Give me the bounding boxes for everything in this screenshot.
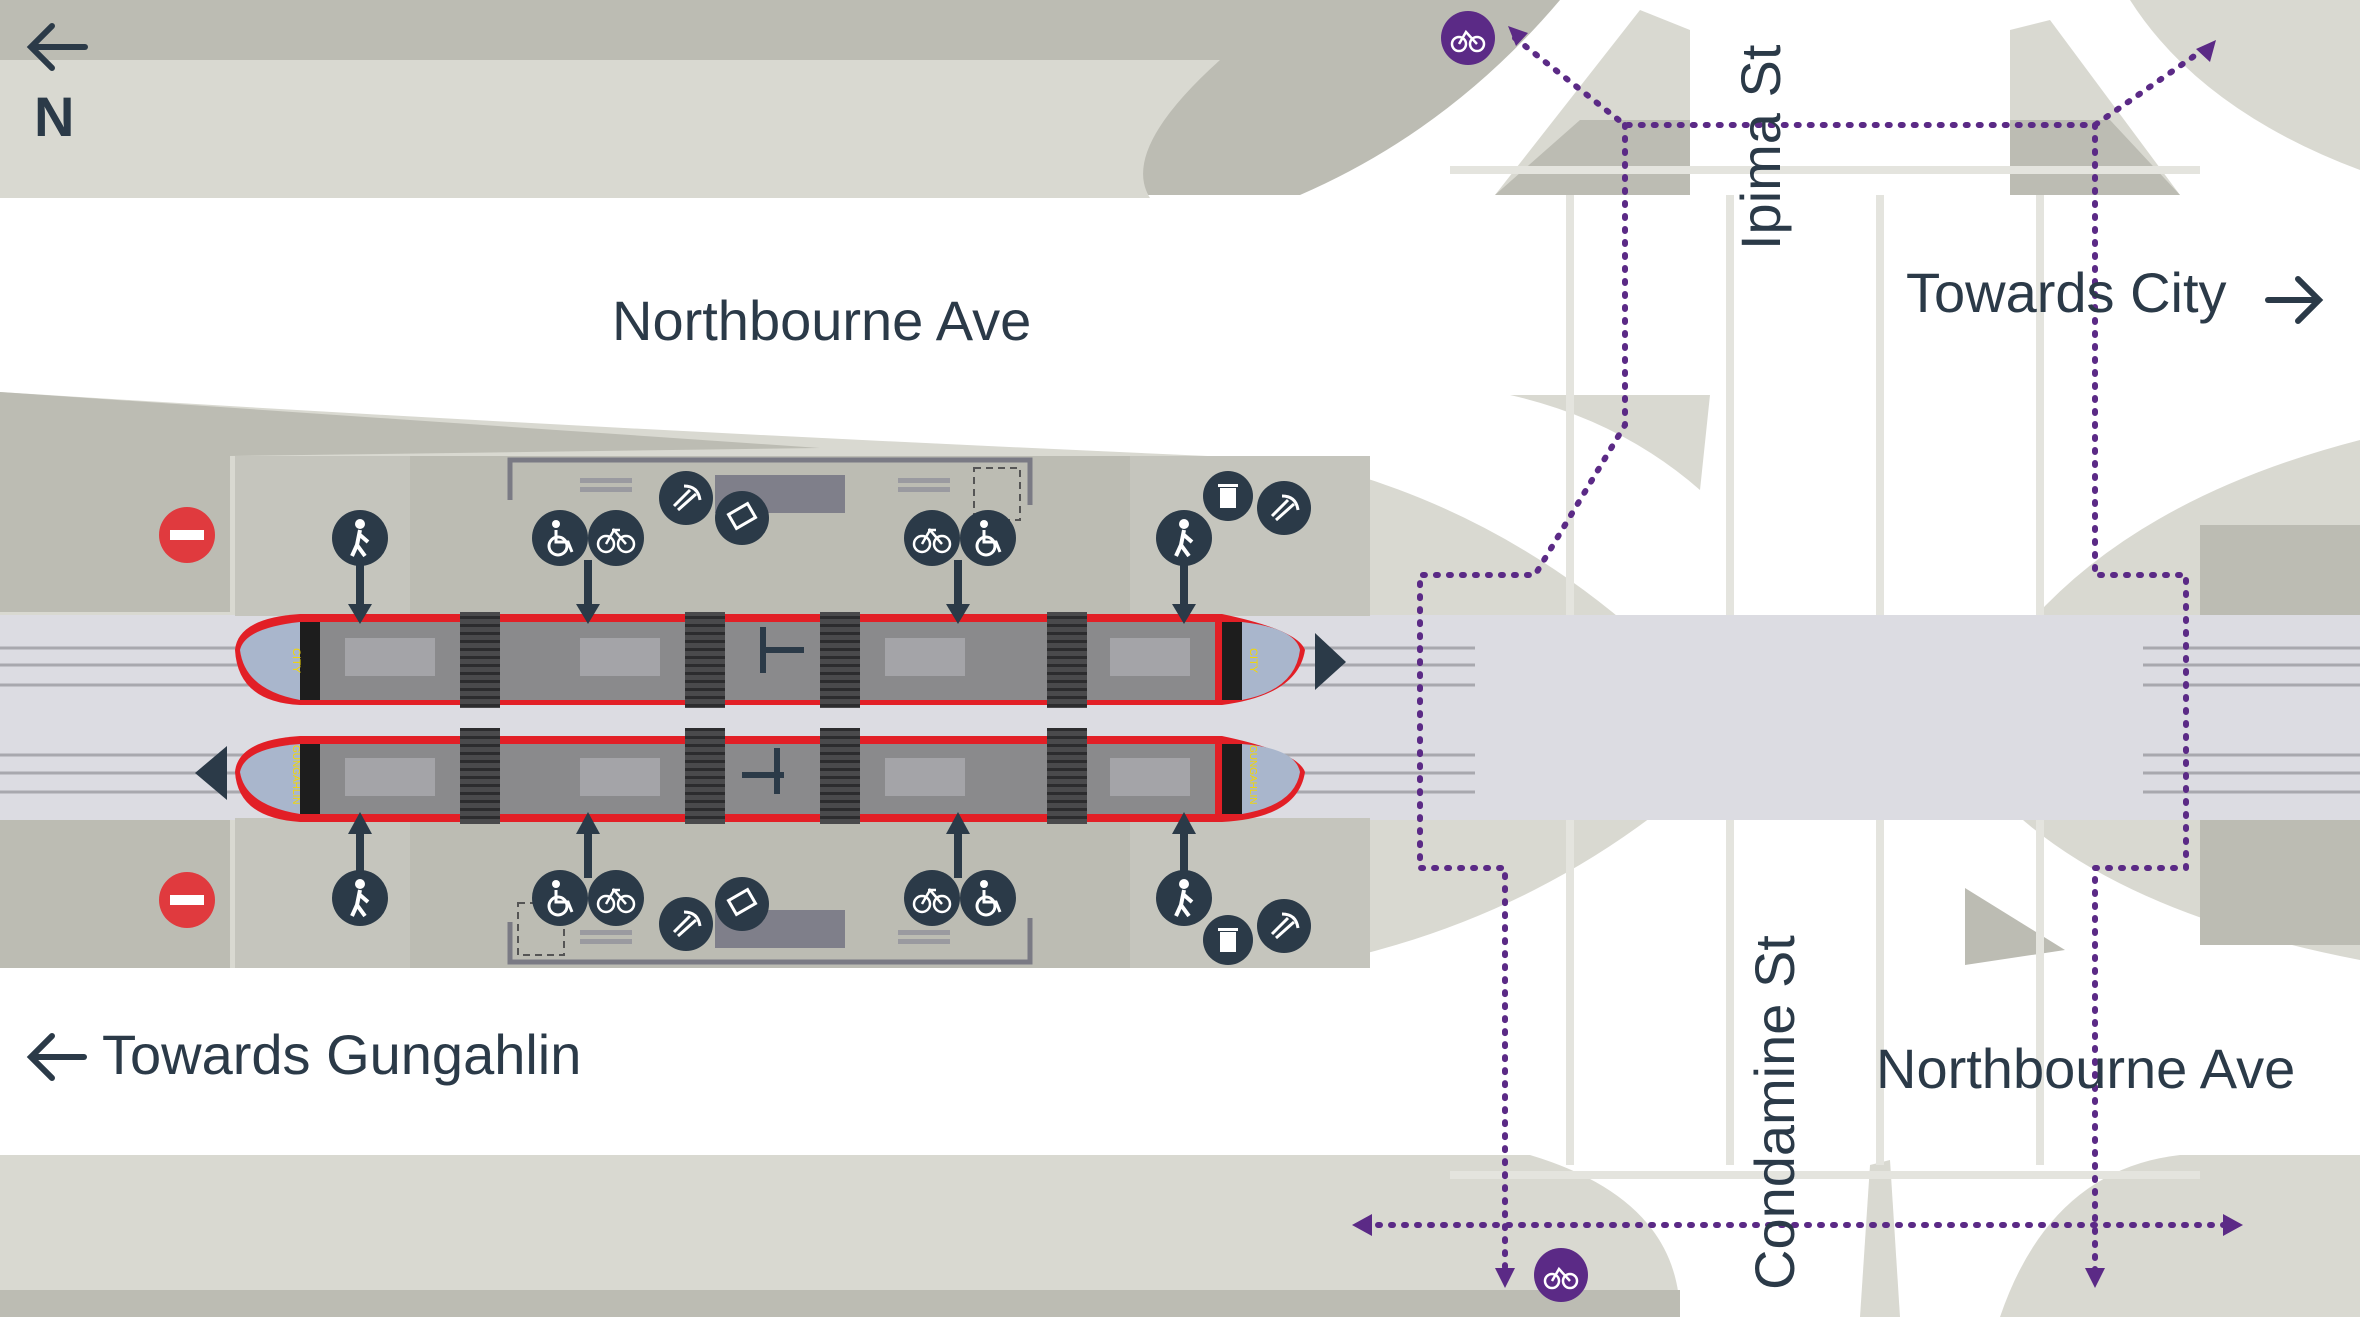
tram-top — [235, 612, 1305, 708]
wheelchair-icon — [960, 870, 1016, 926]
footpath-bottom-left-dark — [0, 1290, 1680, 1317]
bicycle-icon — [588, 870, 644, 926]
wheelchair-icon — [960, 510, 1016, 566]
tram-top-destination-rear: CITY — [1247, 648, 1259, 674]
shelter-north — [507, 457, 1033, 505]
entry-arrows-north — [348, 560, 1196, 624]
tram-bottom — [235, 728, 1305, 824]
direction-arrow-east-icon — [1315, 633, 1346, 690]
refuge-south — [1860, 1160, 1900, 1317]
tap-on-icon — [659, 471, 713, 525]
footpath-top-left-inner — [0, 60, 1220, 198]
street-label-ipima: Ipima St — [1729, 44, 1792, 250]
refuge-mid-north — [1510, 395, 1710, 490]
wheelchair-icon — [532, 510, 588, 566]
entry-arrows-south — [348, 812, 1196, 878]
no-entry-icon — [159, 872, 215, 928]
pedestrian-icon — [332, 510, 388, 566]
ticket-machine-icon — [715, 877, 769, 931]
bicycle-icon — [588, 510, 644, 566]
direction-label-towards-city: Towards City — [1906, 261, 2227, 324]
arrow-left-icon — [26, 23, 88, 71]
direction-label-towards-gungahlin: Towards Gungahlin — [102, 1023, 582, 1086]
street-label-northbourne-bottom: Northbourne Ave — [1876, 1037, 2296, 1100]
tap-on-icon — [1257, 481, 1311, 535]
arrow-right-icon — [2265, 276, 2324, 324]
tap-on-icon — [659, 897, 713, 951]
tap-on-icon — [1257, 899, 1311, 953]
footpath-bottom-left — [0, 1155, 1680, 1317]
bin-icon — [1203, 471, 1253, 521]
compass-north-label: N — [34, 85, 75, 148]
bike-parking-icon — [1534, 1248, 1588, 1302]
benches-south — [580, 930, 950, 944]
bike-rack-outline-south — [517, 902, 565, 956]
tram-bottom-destination: GUNGAHLIN — [290, 745, 301, 804]
tram-top-destination: CITY — [290, 648, 302, 674]
bicycle-icon — [904, 870, 960, 926]
bicycle-icon — [904, 510, 960, 566]
street-label-northbourne-top: Northbourne Ave — [612, 289, 1032, 352]
median-west-dark-bottom — [0, 820, 230, 968]
refuge-north-east-dark — [2010, 120, 2180, 195]
wheelchair-icon — [532, 870, 588, 926]
refuge-mid-south — [1965, 888, 2065, 965]
bin-icon — [1203, 915, 1253, 965]
shelter-south — [507, 918, 1033, 965]
pedestrian-icon — [1156, 510, 1212, 566]
pedestrian-icon — [332, 870, 388, 926]
pedestrian-icon — [1156, 870, 1212, 926]
benches-north — [580, 478, 950, 492]
route-path — [1362, 35, 2233, 1283]
arrow-left-icon — [26, 1033, 87, 1081]
track-bed-crossing — [1475, 615, 2143, 820]
footpath-top-right — [2130, 0, 2360, 170]
route-arrowheads — [1352, 26, 2243, 1288]
no-entry-icon — [159, 507, 215, 563]
ticket-machine-icon — [715, 491, 769, 545]
footpath-bottom-right — [2000, 1155, 2360, 1317]
refuge-north-west-dark — [1495, 120, 1690, 195]
median-west-dark-top — [0, 392, 820, 612]
tram-bottom-destination-rear: GUNGAHLIN — [1247, 745, 1258, 804]
platform-icons — [159, 471, 1311, 965]
street-label-condamine: Condamine St — [1743, 935, 1806, 1290]
bike-parking-icon — [1441, 11, 1495, 65]
direction-arrow-west-icon — [195, 746, 227, 800]
